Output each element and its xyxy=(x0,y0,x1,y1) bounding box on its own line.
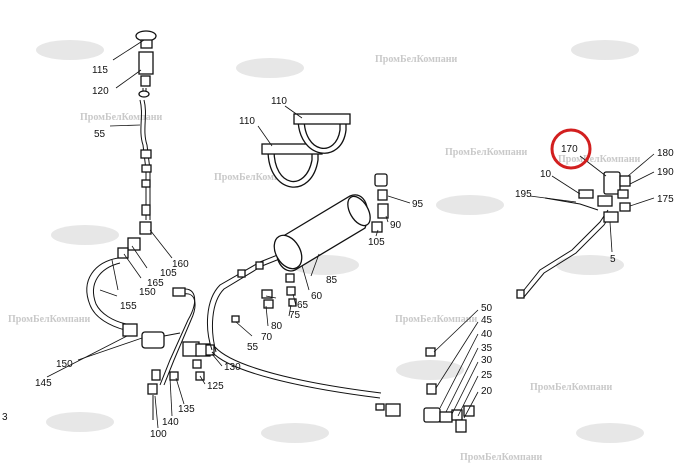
callout-120: 120 xyxy=(92,86,109,97)
watermark-text: ПромБелКомпани xyxy=(558,154,641,165)
callout-50: 50 xyxy=(481,303,493,314)
air-tank-assembly xyxy=(257,105,371,277)
hose-assembly-left xyxy=(46,257,181,378)
watermark-text: ПромБелКомпани xyxy=(395,314,478,325)
callout-30: 30 xyxy=(481,355,493,366)
callout-labels: 115 120 55 160 105 165 150 155 150 145 1… xyxy=(2,65,674,440)
callout-95: 95 xyxy=(412,199,424,210)
callout-75: 75 xyxy=(289,310,301,321)
page-marker: 3 xyxy=(2,412,8,423)
callout-110: 110 xyxy=(239,116,255,127)
callout-110: 110 xyxy=(271,96,287,107)
callout-55: 55 xyxy=(94,129,106,140)
callout-40: 40 xyxy=(481,329,493,340)
watermark-text: ПромБелКомпани xyxy=(375,54,458,65)
callout-140: 140 xyxy=(162,417,179,428)
callout-10: 10 xyxy=(540,169,552,180)
watermark-layer: ПромБелКомпани ПромБелКомпани ПромБелКом… xyxy=(8,40,644,463)
highlight-circle xyxy=(550,128,592,170)
callout-35: 35 xyxy=(481,343,493,354)
tank-right-fittings xyxy=(371,173,411,237)
callout-170: 170 xyxy=(561,144,578,155)
callout-190: 190 xyxy=(657,167,674,178)
callout-155: 155 xyxy=(120,301,137,312)
lower-left-fittings xyxy=(147,287,223,429)
callout-55: 55 xyxy=(247,342,259,353)
callout-115: 115 xyxy=(92,65,108,76)
callout-105: 105 xyxy=(368,237,385,248)
callout-125: 125 xyxy=(207,381,224,392)
left-vertical-assembly xyxy=(109,30,173,291)
callout-45: 45 xyxy=(481,315,493,326)
callout-5: 5 xyxy=(610,254,616,265)
callout-20: 20 xyxy=(481,386,493,397)
callout-25: 25 xyxy=(481,370,493,381)
watermark-logo xyxy=(36,40,644,443)
callout-70: 70 xyxy=(261,332,273,343)
callout-130: 130 xyxy=(224,362,241,373)
callout-80: 80 xyxy=(271,321,283,332)
callout-145: 145 xyxy=(35,378,52,389)
callout-175: 175 xyxy=(657,194,674,205)
callout-160: 160 xyxy=(172,259,189,270)
right-valve-assembly xyxy=(516,153,655,299)
callout-60: 60 xyxy=(311,291,323,302)
callout-85: 85 xyxy=(326,275,338,286)
watermark-text: ПромБелКомпани xyxy=(80,112,163,123)
callout-165: 165 xyxy=(147,278,164,289)
watermark-text: ПромБелКомпани xyxy=(214,172,297,183)
bottom-right-fittings xyxy=(423,309,479,433)
callout-195: 195 xyxy=(515,189,532,200)
callout-105: 105 xyxy=(160,268,177,279)
watermark-text: ПромБелКомпани xyxy=(530,382,613,393)
callout-65: 65 xyxy=(297,300,309,311)
watermark-text: ПромБелКомпани xyxy=(445,147,528,158)
center-pipe-assembly xyxy=(207,245,401,417)
callout-180: 180 xyxy=(657,148,674,159)
watermark-text: ПромБелКомпани xyxy=(460,452,543,463)
callout-150: 150 xyxy=(139,287,156,298)
watermark-text: ПромБелКомпани xyxy=(8,314,91,325)
callout-135: 135 xyxy=(178,404,195,415)
callout-90: 90 xyxy=(390,220,402,231)
callout-100: 100 xyxy=(150,429,167,440)
callout-150: 150 xyxy=(56,359,73,370)
